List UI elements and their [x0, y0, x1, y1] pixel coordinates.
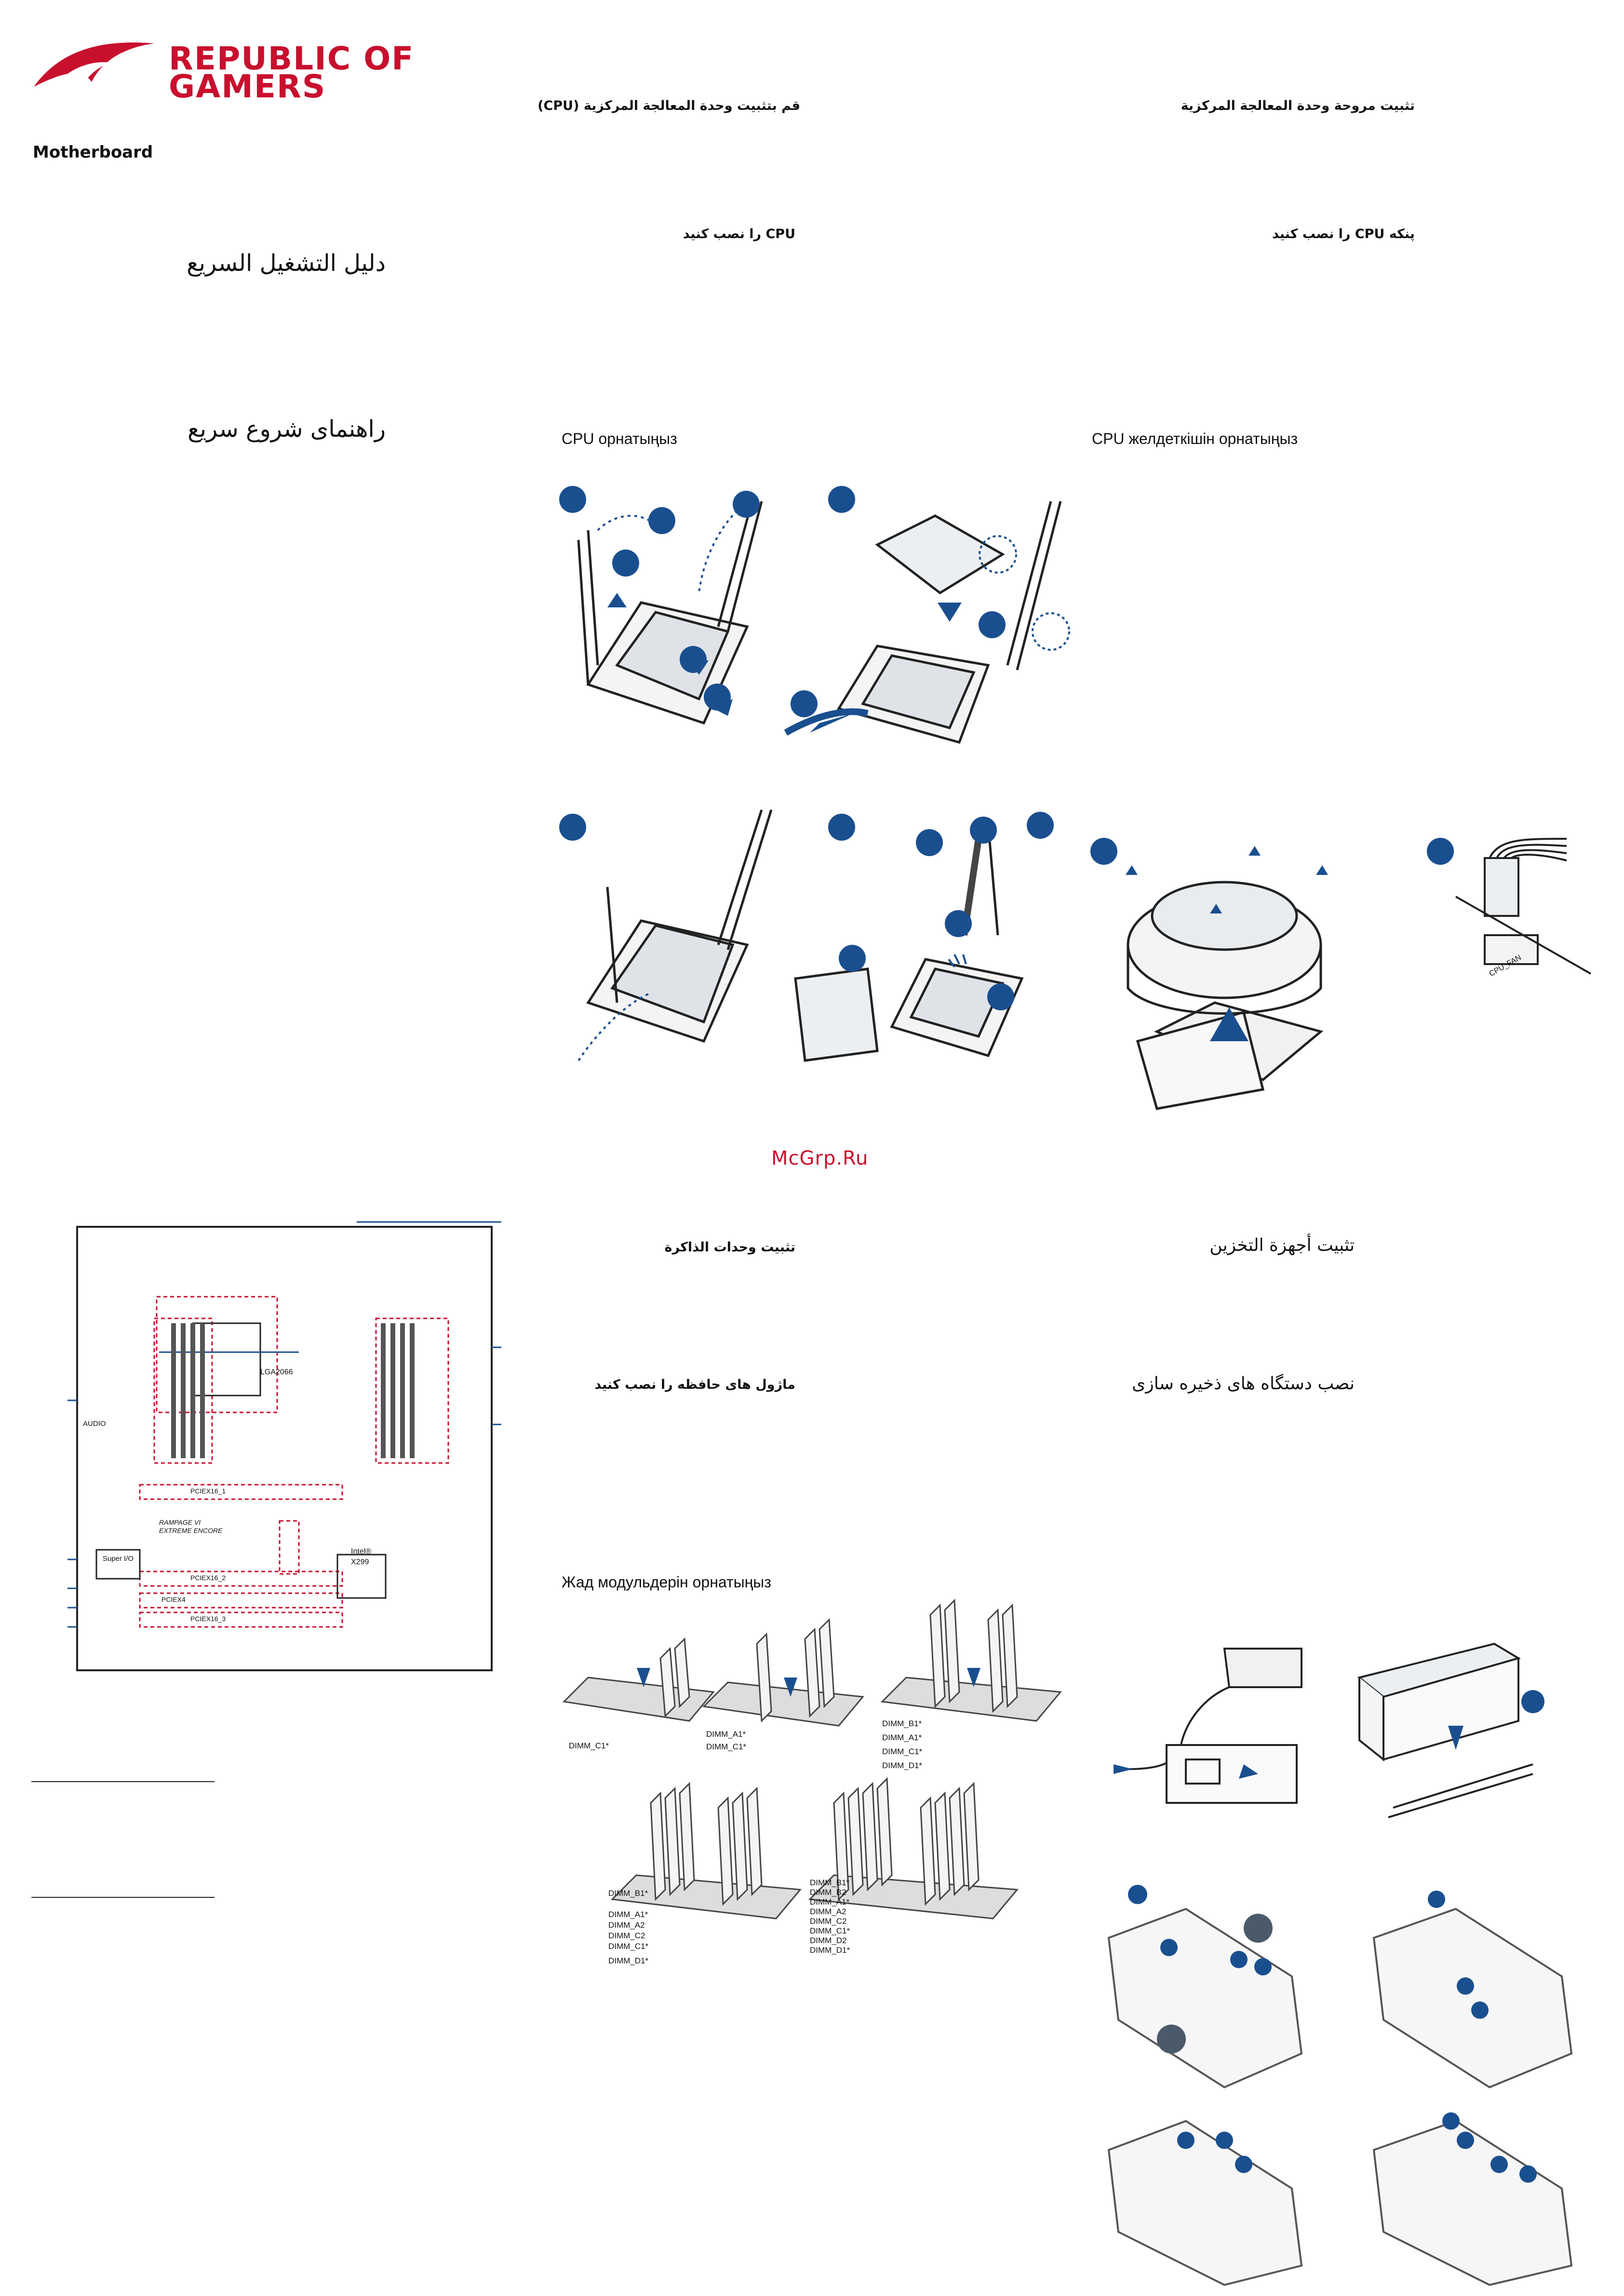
- dimm-label: DIMM_A1*: [810, 1897, 850, 1907]
- chipset-label-line1: Intel®: [351, 1547, 372, 1556]
- dimm-label: DIMM_A2: [608, 1920, 645, 1930]
- memory-install-heading-persian: ماژول های حافظه را نصب کنید: [594, 1377, 795, 1392]
- dimm-label: DIMM_A1*: [608, 1910, 648, 1919]
- step-m-marker: [987, 983, 1014, 1010]
- step-3-marker: [559, 814, 586, 841]
- step-e-marker: [704, 684, 731, 711]
- subtitle: Motherboard: [33, 143, 153, 162]
- m2-install-steps-illustration: [1107, 1885, 1573, 2286]
- step-2-marker: [828, 486, 855, 513]
- divider-line: [31, 1781, 215, 1782]
- pcie-slot-label: PCIEX4: [161, 1596, 186, 1603]
- cpu-install-heading-kazakh: CPU орнатыңыз: [562, 430, 677, 447]
- dimm-four-b-illustration: [880, 1598, 1062, 1722]
- pcie-slot-label: PCIEX16_1: [190, 1487, 226, 1495]
- fan-install-heading-persian: پنکه CPU را نصب کنید: [1272, 227, 1415, 242]
- dimm-label: DIMM_C1*: [706, 1742, 747, 1751]
- step-l-marker: [945, 910, 972, 937]
- cpu-install-heading-persian: CPU را نصب کنید: [683, 227, 795, 242]
- memory-install-heading-arabic: تثبيت وحدات الذاكرة: [664, 1240, 796, 1255]
- step-a-marker: [648, 507, 675, 534]
- dimm-label: DIMM_C1*: [810, 1926, 850, 1935]
- step-g-marker: [791, 690, 818, 717]
- step-j-marker: [1027, 812, 1054, 839]
- step-k-marker: [839, 945, 866, 972]
- dimm-label: DIMM_D1*: [810, 1946, 850, 1955]
- dimm-label: DIMM_B1*: [608, 1889, 648, 1898]
- dimm-label: DIMM_D1*: [608, 1956, 649, 1965]
- dimm-label: DIMM_B1*: [882, 1719, 922, 1728]
- rog-logo-icon: [34, 42, 154, 87]
- dimm-label: DIMM_C1*: [569, 1741, 609, 1750]
- pcie-slot-label: PCIEX16_3: [190, 1615, 226, 1623]
- step-5-marker: [1090, 838, 1117, 865]
- step-f-marker: [979, 611, 1006, 638]
- dimm-label: DIMM_C2: [810, 1917, 847, 1926]
- step-4-marker: [828, 814, 855, 841]
- dimm-label: DIMM_A1*: [706, 1730, 746, 1739]
- board-model-line2: EXTREME ENCORE: [159, 1527, 223, 1534]
- dimm-label: DIMM_B1*: [810, 1878, 850, 1887]
- dimm-label: DIMM_C1*: [608, 1942, 649, 1951]
- sata-cable-illustration: [1114, 1648, 1302, 1804]
- dimm-eight-modules-illustration: [808, 1777, 1019, 1920]
- step-b-marker: [733, 491, 760, 518]
- super-io-label: Super I/O: [102, 1555, 134, 1563]
- pcie-slot-label: PCIEX16_2: [190, 1574, 226, 1582]
- fan-install-heading-kazakh: CPU желдеткішін орнатыңыз: [1092, 430, 1298, 447]
- chipset-label-line2: X299: [351, 1558, 369, 1566]
- dimm-label: DIMM_A2: [810, 1907, 846, 1916]
- cpu-cooler-illustration: [1126, 846, 1328, 1110]
- board-model-line1: RAMPAGE VI: [159, 1518, 201, 1526]
- dimm-four-modules-illustration: [702, 1618, 864, 1727]
- brand-logo-line2: GAMERS: [169, 68, 326, 105]
- cpu-socket-open-illustration: [577, 500, 763, 725]
- dimm-label: DIMM_C1*: [882, 1747, 923, 1756]
- memory-install-heading-kazakh: Жад модульдерін орнатыңыз: [562, 1573, 771, 1591]
- brand-logo-line1: REPUBLIC OF: [169, 40, 415, 77]
- quick-start-title-arabic: دليل التشغيل السريع: [187, 250, 386, 277]
- dimm-label: DIMM_A1*: [882, 1733, 922, 1742]
- cpu-fan-header-illustration: [1455, 838, 1591, 975]
- dimm-two-modules-illustration: [562, 1637, 715, 1722]
- storage-install-heading-arabic: تثبيت أجهزة التخزين: [1209, 1235, 1355, 1255]
- cpu-install-heading-arabic: قم بتثبيت وحدة المعالجة المركزية (CPU): [537, 98, 800, 113]
- divider-line: [31, 1897, 215, 1898]
- motherboard-layout-diagram: [67, 1221, 501, 1671]
- step-1-marker: [559, 486, 586, 513]
- thermal-paste-illustration: [794, 824, 1024, 1062]
- step-h-marker: [916, 829, 943, 856]
- fan-install-heading-arabic: تثبيت مروحة وحدة المعالجة المركزية: [1181, 98, 1415, 113]
- dimm-label: DIMM_D2: [810, 1936, 847, 1945]
- dimm-label: DIMM_C2: [608, 1931, 645, 1940]
- cpu-socket-label: LGA2066: [260, 1368, 293, 1376]
- cpu-socket-closed-illustration: [577, 809, 773, 1061]
- cpu-insert-illustration: [784, 501, 1070, 744]
- step-d-marker: [680, 646, 707, 673]
- dimm-six-modules-illustration: [610, 1782, 802, 1920]
- audio-label: AUDIO: [83, 1420, 106, 1428]
- storage-install-heading-persian: نصب دستگاه های ذخیره سازی: [1132, 1374, 1355, 1394]
- step-i-marker: [970, 817, 997, 844]
- dimm-label: DIMM_B2: [810, 1888, 846, 1897]
- step-c-marker: [612, 550, 639, 577]
- quick-start-title-persian: راهنمای شروع سریع: [188, 416, 386, 443]
- m2-heatsink-illustration: [1357, 1642, 1544, 1818]
- dimm-label: DIMM_D1*: [882, 1761, 923, 1770]
- watermark: McGrp.Ru: [771, 1147, 869, 1169]
- step-6-marker: [1427, 838, 1454, 865]
